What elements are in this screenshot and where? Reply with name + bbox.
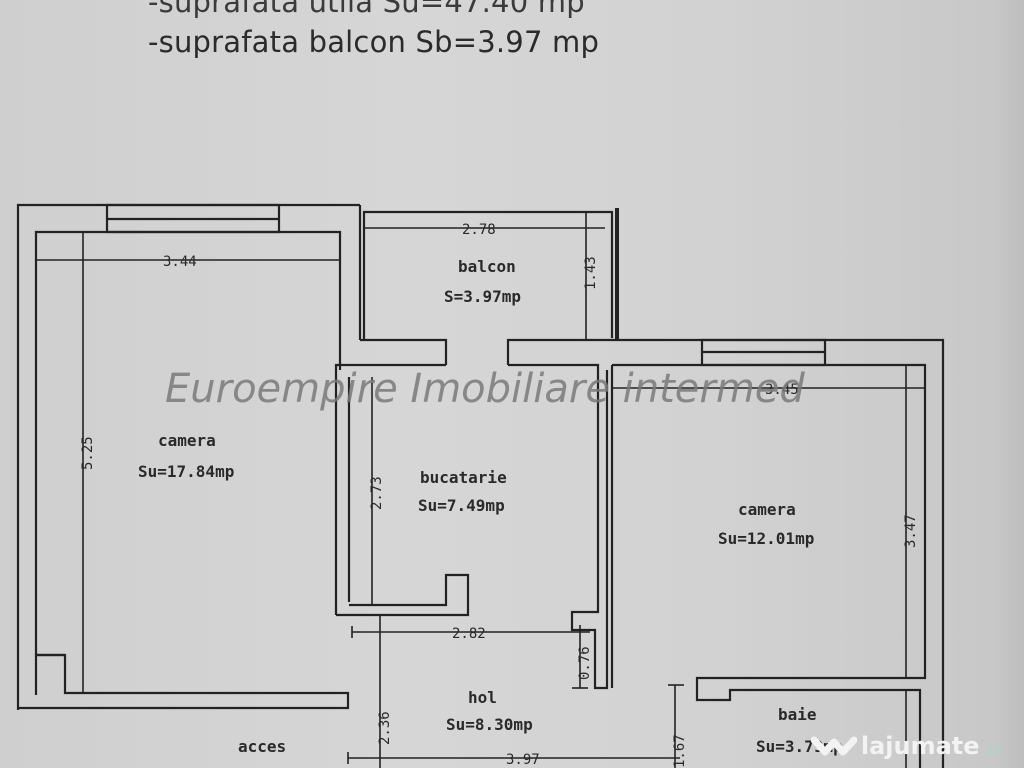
dim-baie: 1.67 <box>672 734 688 768</box>
balcon-walls <box>360 208 619 365</box>
dim-balcon-width: 2.78 <box>462 222 496 238</box>
dim-hol-width: 2.82 <box>452 626 486 642</box>
room-camera-left-area: Su=17.84mp <box>138 462 234 481</box>
room-balcon-area: S=3.97mp <box>444 287 521 306</box>
useful-surface-text: -suprafata utila Su=47.40 mp <box>148 0 585 19</box>
dim-camera-right-width: 3.45 <box>765 382 799 398</box>
lajumate-brand: lajumate <box>860 732 980 760</box>
dim-camera-left-height: 5.25 <box>80 436 96 470</box>
camera-left-walls <box>16 203 362 710</box>
camera-right-walls <box>610 338 945 768</box>
balcony-surface-text: -suprafata balcon Sb=3.97 mp <box>148 25 600 59</box>
lajumate-tld: .ro <box>983 742 1002 758</box>
dim-balcon-height: 1.43 <box>583 256 599 290</box>
lajumate-logo: lajumate.ro <box>810 730 1002 762</box>
dim-camera-left-width: 3.44 <box>163 254 197 270</box>
dim-hol-step: 0.76 <box>577 646 593 680</box>
room-baie-name: baie <box>778 705 817 724</box>
room-camera-right-name: camera <box>738 500 796 519</box>
dimension-lines <box>36 212 925 768</box>
room-balcon-name: balcon <box>458 257 516 276</box>
room-bucatarie-name: bucatarie <box>420 468 507 487</box>
room-camera-right-area: Su=12.01mp <box>718 529 814 548</box>
room-hol-name: hol <box>468 688 497 707</box>
bucatarie-walls <box>334 363 609 690</box>
dim-hol-height: 2.36 <box>377 711 393 745</box>
room-camera-left-name: camera <box>158 431 216 450</box>
room-hol-area: Su=8.30mp <box>446 715 533 734</box>
lajumate-logo-icon <box>810 736 857 756</box>
surface-summary: -suprafata utila Su=47.40 mp -suprafata … <box>148 0 599 62</box>
room-acces-name: acces <box>238 737 286 756</box>
dim-bucatarie-height: 2.73 <box>369 476 385 510</box>
agency-watermark: Euroempire Imobiliare intermed <box>165 366 805 412</box>
dim-hol-width2: 3.97 <box>506 752 540 768</box>
dim-camera-right-height: 3.47 <box>903 514 919 548</box>
room-bucatarie-area: Su=7.49mp <box>418 496 505 515</box>
